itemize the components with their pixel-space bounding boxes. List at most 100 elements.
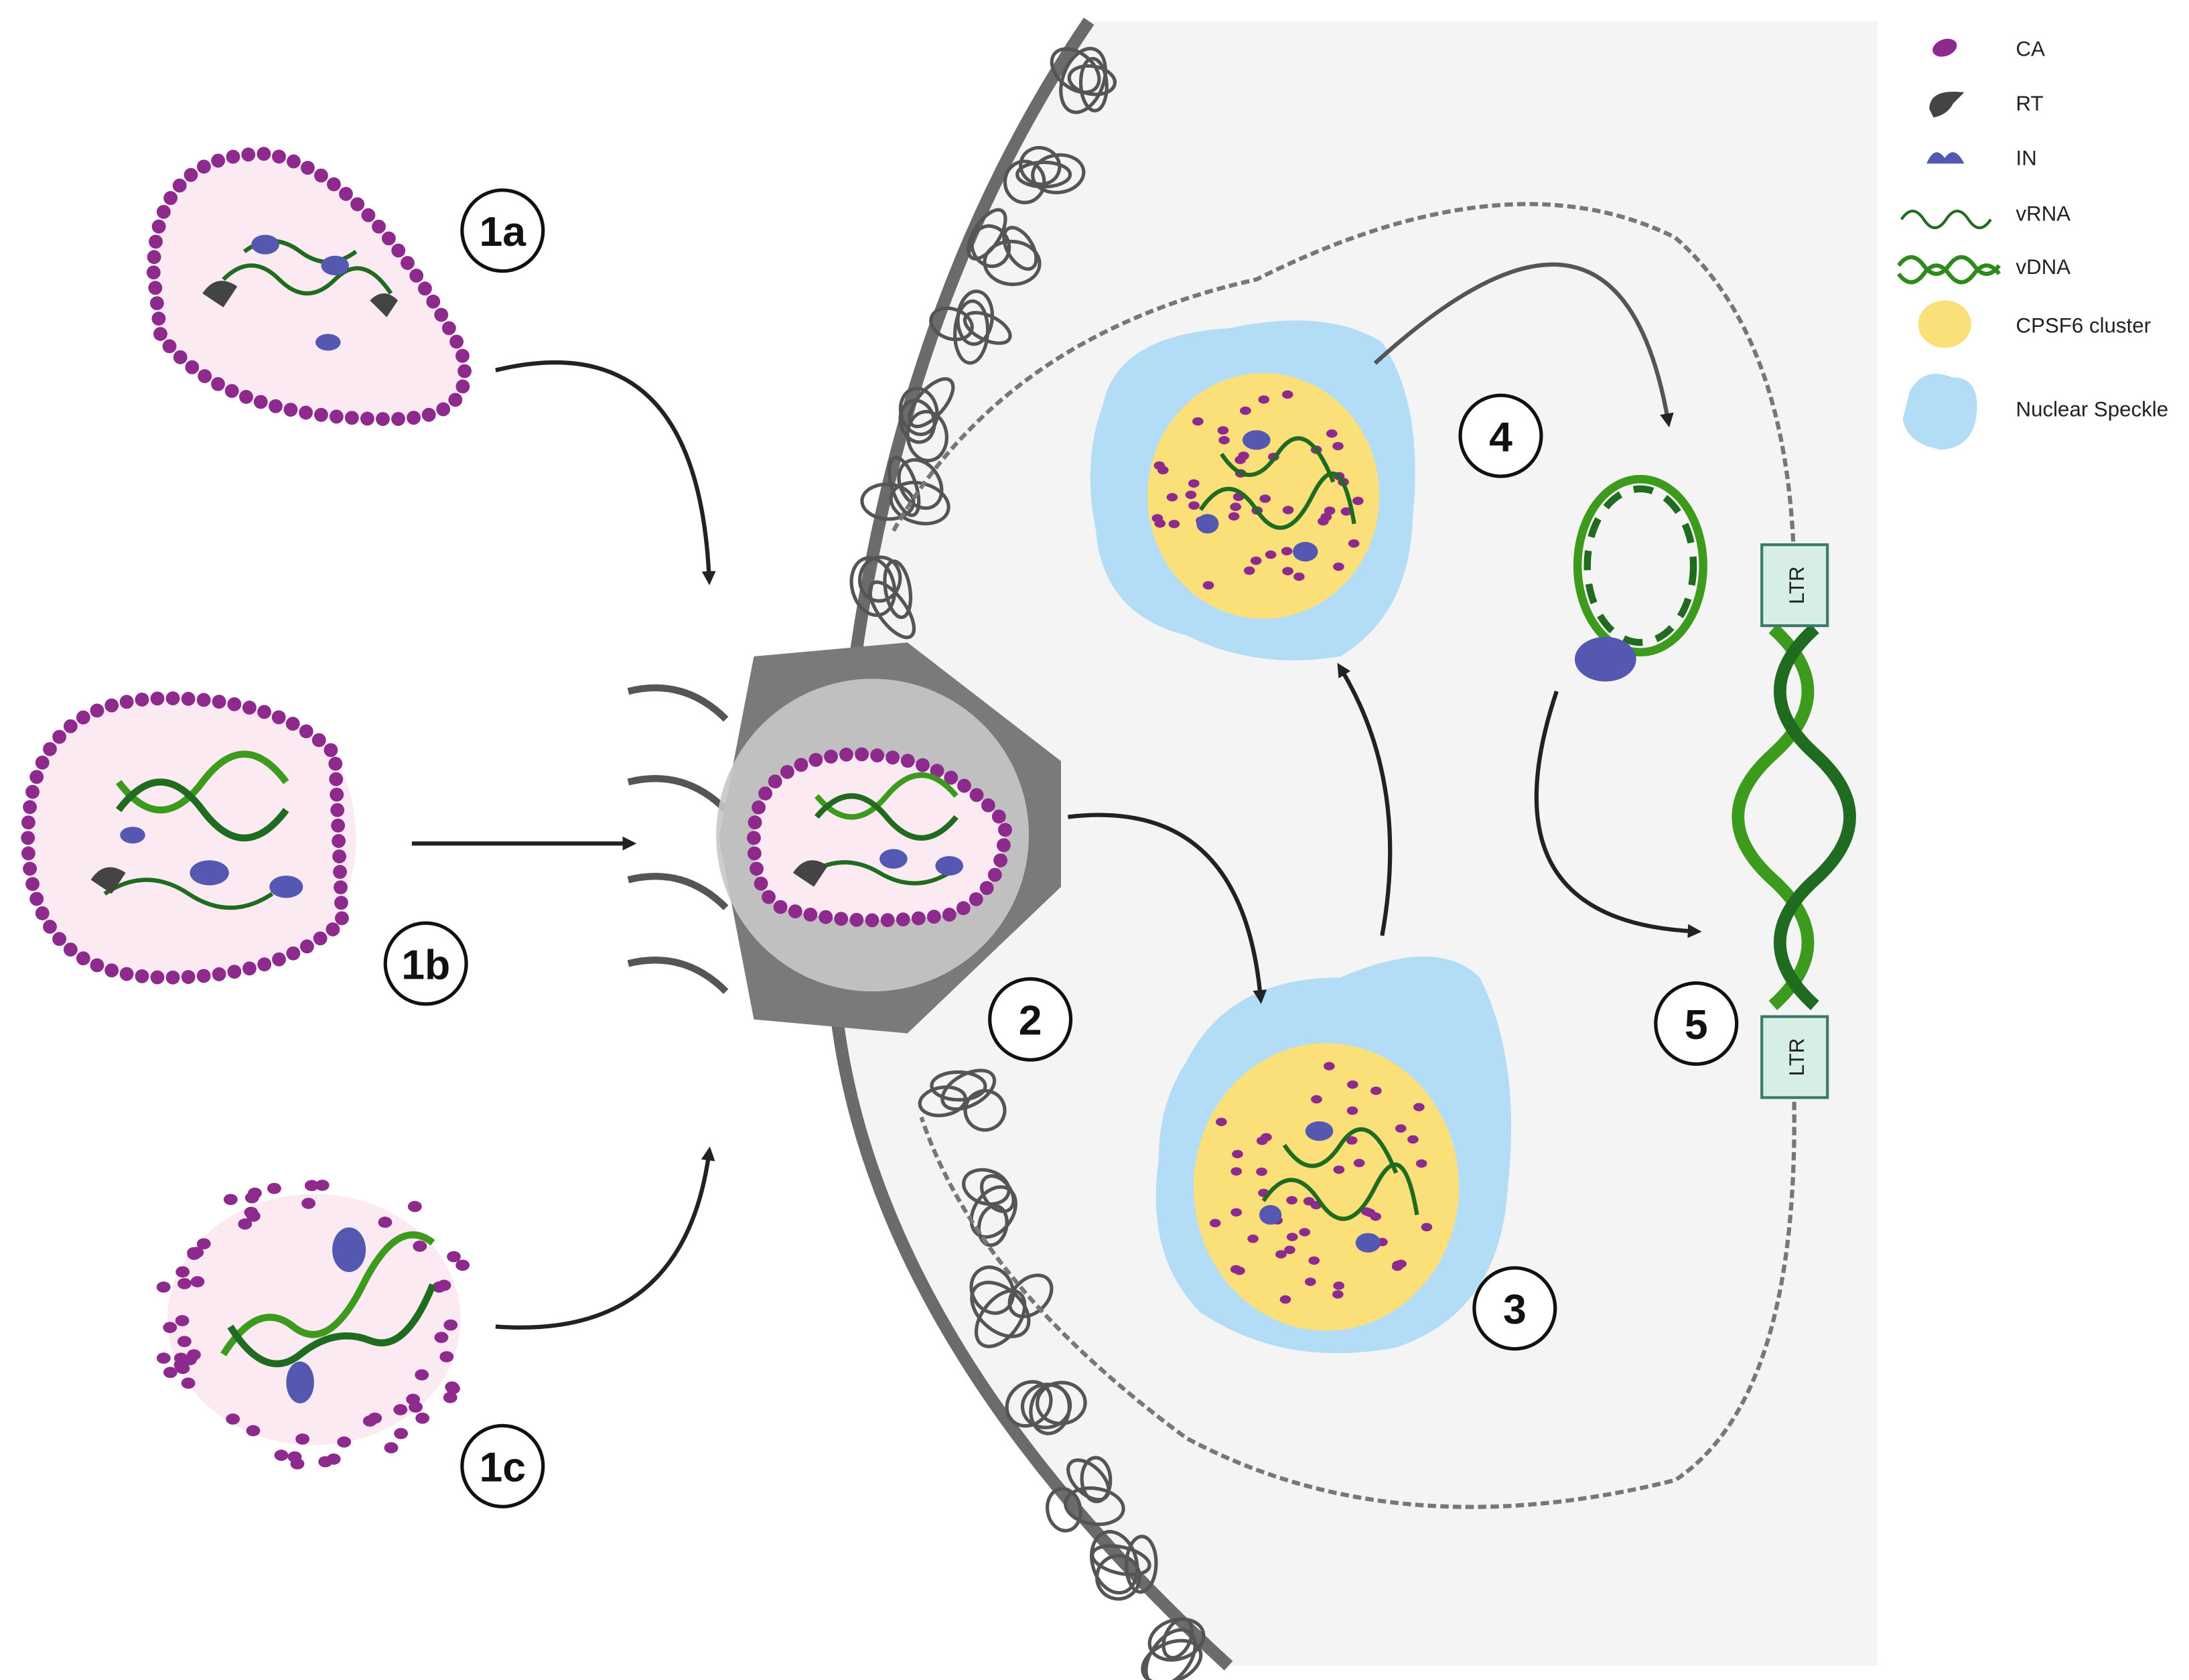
ca-dot [253, 395, 268, 409]
ca-dot [944, 770, 959, 785]
ca-dot [286, 154, 301, 169]
ca-dot [43, 920, 57, 934]
arrow-2-to-3 [1068, 813, 1267, 1004]
ca-dot [819, 910, 833, 924]
ca-dot [181, 970, 196, 984]
ca-dot [834, 912, 849, 926]
ca-dot [156, 204, 171, 219]
ca-dot [1346, 1106, 1358, 1115]
ca-dot [391, 243, 406, 258]
ca-dot [768, 774, 782, 789]
ca-dot [393, 1404, 408, 1415]
ca-dot [211, 376, 225, 391]
ca-dot [436, 402, 451, 417]
ca-dot [177, 1278, 192, 1289]
ca-dot [1282, 567, 1293, 575]
ca-dot [376, 412, 390, 426]
ca-dot [333, 865, 347, 879]
ca-dot [455, 379, 470, 394]
ca-dot [313, 168, 328, 183]
ca-dot [1395, 1124, 1407, 1133]
ca-dot [1168, 520, 1180, 529]
ca-dot [334, 911, 349, 926]
ca-dot [1216, 1117, 1227, 1127]
in-icon [1926, 152, 1965, 164]
ca-dot [269, 399, 283, 413]
ca-dot [758, 786, 773, 800]
ca-dot [1247, 1235, 1259, 1243]
vrna-icon [1900, 210, 1992, 230]
ca-dot [752, 800, 766, 815]
ca-dot [449, 334, 464, 349]
ca-dot [926, 910, 941, 924]
ca-dot [332, 834, 346, 848]
ca-dot [257, 147, 271, 161]
ca-dot [119, 967, 134, 981]
ca-dot [1232, 1149, 1243, 1159]
ca-dot [391, 412, 405, 426]
ca-dot [987, 867, 1002, 882]
ca-dot [773, 900, 788, 914]
ca-dot [196, 969, 211, 983]
ca-dot [151, 219, 166, 234]
ca-dot [434, 1332, 449, 1343]
cpsf6-icon [1918, 300, 1971, 348]
ca-dot [1192, 417, 1204, 426]
ca-dot [415, 1412, 430, 1424]
ca-dot [443, 1319, 458, 1331]
ca-dot [1360, 1207, 1372, 1216]
ca-dot [1279, 1295, 1291, 1304]
ca-dot [148, 281, 163, 295]
ca-dot [930, 764, 944, 778]
ca-dot [227, 697, 242, 711]
ca-dot [1217, 426, 1229, 435]
ca-dot [119, 695, 134, 709]
ca-dot [150, 970, 165, 985]
ca-dot [328, 756, 343, 771]
ca-dot [272, 952, 286, 967]
ca-dot [290, 1458, 305, 1470]
ca-dot [1209, 1218, 1221, 1228]
ca-dot [326, 1453, 341, 1465]
ca-dot [329, 409, 344, 424]
ca-dot [998, 823, 1012, 837]
ca-dot [299, 939, 314, 954]
ca-dot [337, 1436, 352, 1448]
ca-dot [334, 880, 348, 895]
ca-dot [163, 1367, 178, 1379]
ca-dot [274, 1450, 289, 1461]
ca-dot [165, 970, 180, 985]
ca-dot [76, 951, 90, 966]
ca-dot [272, 149, 286, 164]
ca-dot [304, 1180, 319, 1192]
ca-dot [163, 1322, 178, 1334]
chromatin [849, 46, 1206, 1680]
ca-dot [1323, 1062, 1335, 1070]
ca-dot [211, 153, 226, 168]
ca-dot [455, 1259, 470, 1271]
ca-dot [441, 321, 456, 336]
step-label-1c: 1c [460, 1423, 545, 1509]
ca-dot [301, 1198, 315, 1209]
ca-dot [447, 1251, 461, 1263]
ca-dot [448, 393, 463, 407]
ca-dot [372, 219, 386, 234]
ca-dot [35, 756, 50, 770]
ca-dot [409, 269, 424, 283]
ca-dot [1230, 502, 1241, 511]
ca-dot [1202, 581, 1214, 590]
legend-label: RT [2016, 92, 2044, 115]
ca-dot [1413, 1103, 1425, 1111]
step-number: 5 [1685, 1001, 1708, 1048]
legend-label: CPSF6 cluster [2016, 313, 2151, 337]
ca-dot [1282, 506, 1294, 514]
ca-dot [361, 208, 376, 222]
ca-dot [313, 931, 328, 946]
ca-dot [1286, 1196, 1297, 1205]
ca-dot [1188, 479, 1200, 488]
ca-dot [413, 1241, 427, 1252]
ca-dot [29, 892, 44, 906]
ca-dot [165, 691, 180, 705]
chromosome-loop [892, 202, 1796, 1509]
